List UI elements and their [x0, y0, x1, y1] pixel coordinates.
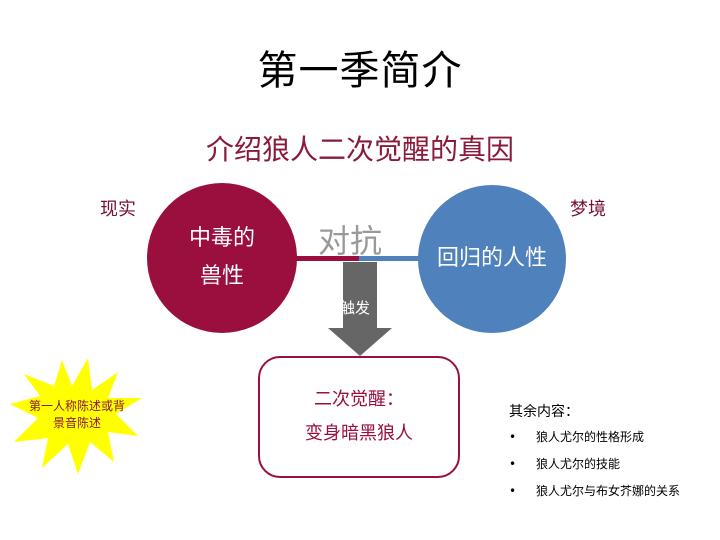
page-title: 第一季简介 [257, 48, 463, 94]
trigger-label: 触发 [340, 299, 371, 317]
narration-note-line1: 第一人称陈述或背 [28, 399, 125, 413]
conflict-label: 对抗 [318, 222, 383, 260]
narration-note: 第一人称陈述或背 景音陈述 [16, 398, 138, 432]
list-item: • 狼人尤尔的技能 [509, 457, 680, 484]
bullet-icon: • [509, 457, 517, 471]
result-line1: 二次觉醒： [314, 389, 404, 410]
list-item-text: 狼人尤尔与布女芥娜的关系 [536, 484, 681, 498]
result-line2: 变身暗黑狼人 [305, 423, 413, 444]
conflict-connector-right [359, 256, 421, 261]
reality-label: 现实 [100, 199, 136, 220]
conflict-connector-left [293, 256, 359, 261]
trigger-arrow-head [328, 328, 392, 356]
subtitle: 介绍狼人二次觉醒的真因 [205, 133, 514, 166]
list-item: • 狼人尤尔与布女芥娜的关系 [509, 484, 680, 511]
beast-nature-line1: 中毒的 [188, 226, 255, 251]
bullet-icon: • [509, 484, 517, 498]
list-item-text: 狼人尤尔的技能 [536, 457, 621, 471]
bullet-icon: • [509, 430, 517, 444]
other-content-title: 其余内容： [509, 404, 579, 420]
list-item: • 狼人尤尔的性格形成 [509, 430, 680, 457]
human-nature-text: 回归的人性 [436, 246, 547, 271]
starburst-polygon [10, 358, 142, 474]
trigger-arrow-shaft [343, 262, 377, 328]
dream-label: 梦境 [570, 199, 606, 220]
other-content-list: • 狼人尤尔的性格形成 • 狼人尤尔的技能 • 狼人尤尔与布女芥娜的关系 [509, 430, 680, 511]
starburst-shape [10, 358, 142, 474]
narration-note-line2: 景音陈述 [52, 416, 101, 430]
list-item-text: 狼人尤尔的性格形成 [536, 430, 645, 444]
awakening-result-box: 二次觉醒： 变身暗黑狼人 [258, 356, 460, 478]
beast-nature-line2: 兽性 [199, 264, 244, 289]
human-nature-circle: 回归的人性 [418, 185, 566, 333]
beast-nature-circle: 中毒的 兽性 [147, 183, 297, 333]
